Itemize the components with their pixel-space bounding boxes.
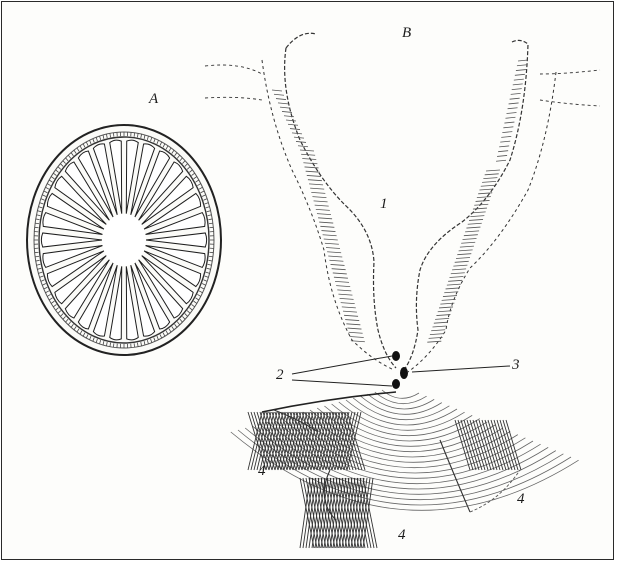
- panel-a-section: [27, 125, 221, 355]
- label-4-bottom: 4: [398, 528, 406, 543]
- label-3: 3: [512, 358, 520, 373]
- label-b: B: [402, 26, 411, 41]
- label-1: 1: [380, 197, 388, 212]
- label-a: A: [149, 92, 158, 107]
- label-2: 2: [276, 368, 284, 383]
- label-4-right: 4: [517, 492, 525, 507]
- label-4-left: 4: [258, 464, 266, 479]
